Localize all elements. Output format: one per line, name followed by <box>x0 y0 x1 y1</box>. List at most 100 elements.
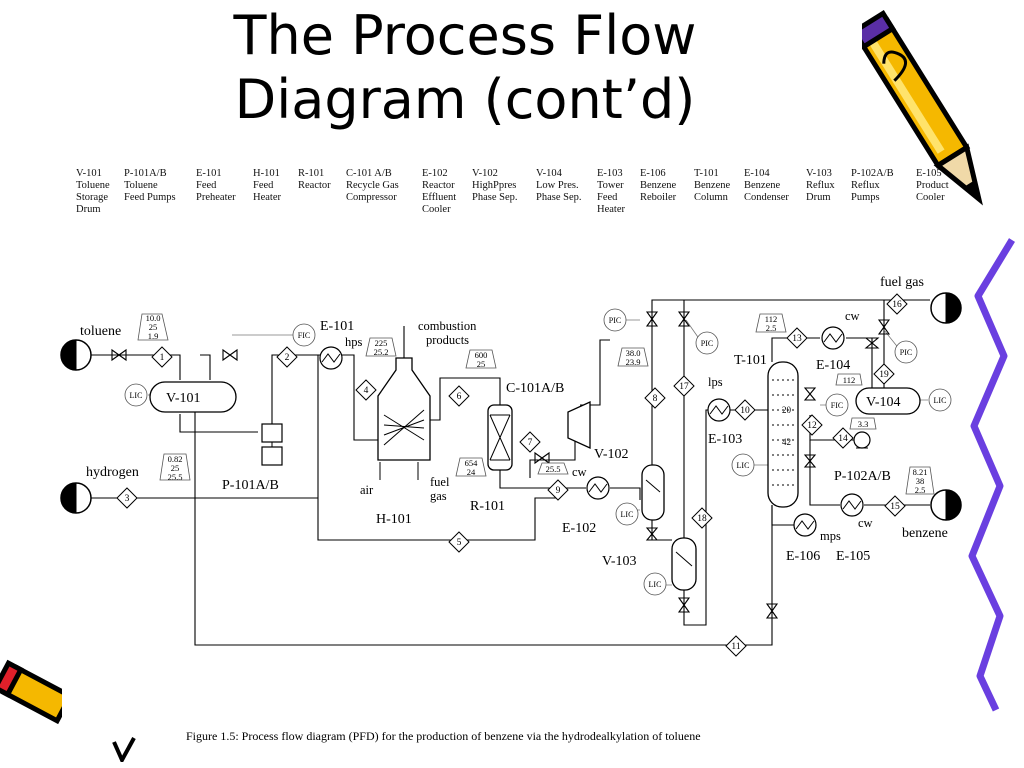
stream-number: 5 <box>457 538 462 548</box>
tray-number: 42 <box>782 437 791 447</box>
v103-label: V-103 <box>602 554 637 569</box>
e105-exchanger <box>840 493 864 517</box>
stream-number: 2 <box>285 353 290 363</box>
toluene-feed-terminal <box>60 339 92 371</box>
h101-heater <box>377 357 431 480</box>
pic-tag: PIC <box>701 339 713 348</box>
stream-number: 13 <box>792 334 802 344</box>
stream-number: 12 <box>807 421 817 431</box>
hps-label: hps <box>345 335 363 349</box>
flag-value: 0.82 <box>168 454 183 464</box>
mps-label: mps <box>820 529 841 543</box>
stream-number: 9 <box>556 486 561 496</box>
flag-value: 25.5 <box>168 472 183 482</box>
flag-value: 225 <box>375 338 388 348</box>
checkmark-clipart-icon <box>112 737 136 762</box>
flag-value: 23.9 <box>626 357 641 367</box>
fic-tag: FIC <box>298 331 310 340</box>
flag-value: 112 <box>843 375 855 385</box>
benzene-product-terminal <box>930 489 962 521</box>
pic-tag: PIC <box>609 316 621 325</box>
stream-number: 8 <box>653 394 658 404</box>
flag-value: 38 <box>916 476 925 486</box>
control-valves <box>111 311 891 619</box>
v104-drum <box>855 387 921 415</box>
hydrogen-label: hydrogen <box>86 465 139 480</box>
flag-value: 25 <box>149 322 158 332</box>
air-label: air <box>360 483 374 497</box>
lic-tag: LIC <box>621 510 634 519</box>
e101-label: E-101 <box>320 319 354 334</box>
e105-label: E-105 <box>836 549 870 564</box>
e102-label: E-102 <box>562 521 596 536</box>
fuel-label: fuel <box>430 475 450 489</box>
c101-label: C-101A/B <box>506 381 564 396</box>
condition-flags <box>137 313 935 495</box>
v101-label: V-101 <box>166 391 201 406</box>
flag-value: 654 <box>465 458 479 468</box>
figure-caption: Figure 1.5: Process flow diagram (PFD) f… <box>186 729 701 743</box>
cw-label: cw <box>845 309 860 323</box>
r101-reactor <box>487 404 513 471</box>
flag-value: 2.5 <box>766 323 777 333</box>
flag-value: 25.5 <box>546 464 561 474</box>
flag-value: 600 <box>475 350 488 360</box>
gas-label: gas <box>430 489 447 503</box>
t101-column <box>767 361 799 508</box>
hydrogen-feed-terminal <box>60 482 92 514</box>
flag-value: 38.0 <box>626 348 641 358</box>
lic-tag: LIC <box>737 461 750 470</box>
r101-label: R-101 <box>470 499 505 514</box>
stream-number: 17 <box>679 382 689 392</box>
flag-value: 3.3 <box>858 419 869 429</box>
p101-pumps <box>261 423 283 466</box>
process-lines <box>91 299 930 646</box>
stream-number: 11 <box>731 642 740 652</box>
flag-value: 8.21 <box>913 467 928 477</box>
flag-value: 1.9 <box>148 331 159 341</box>
combustion-label: combustion <box>418 319 477 333</box>
flag-value: 25 <box>477 359 486 369</box>
stream-number: 7 <box>528 438 533 448</box>
h101-label: H-101 <box>376 512 412 527</box>
stream-number: 19 <box>879 370 889 380</box>
stream-number: 16 <box>892 300 902 310</box>
lic-tag: LIC <box>130 391 143 400</box>
e103-label: E-103 <box>708 432 742 447</box>
flag-value: 112 <box>765 314 777 324</box>
cw-label: cw <box>572 465 587 479</box>
e104-label: E-104 <box>816 358 850 373</box>
stream-number: 6 <box>457 392 462 402</box>
tray-number: 20 <box>782 405 792 415</box>
v102-separator <box>641 464 665 521</box>
pencil-clipart-icon <box>862 10 983 206</box>
lps-label: lps <box>708 375 723 389</box>
benzene-label: benzene <box>902 526 948 541</box>
flag-value: 25.2 <box>374 347 389 357</box>
v104-label: V-104 <box>866 395 901 410</box>
p102-label: P-102A/B <box>834 469 891 484</box>
stream-number: 14 <box>838 434 848 444</box>
e101-exchanger <box>319 346 343 370</box>
e106-label: E-106 <box>786 549 820 564</box>
cw-label: cw <box>858 516 873 530</box>
fic-tag: FIC <box>831 401 843 410</box>
pic-tag: PIC <box>900 348 912 357</box>
v103-separator <box>671 537 697 591</box>
flag-value: 2.5 <box>915 485 926 495</box>
e106-reboiler <box>793 513 817 537</box>
